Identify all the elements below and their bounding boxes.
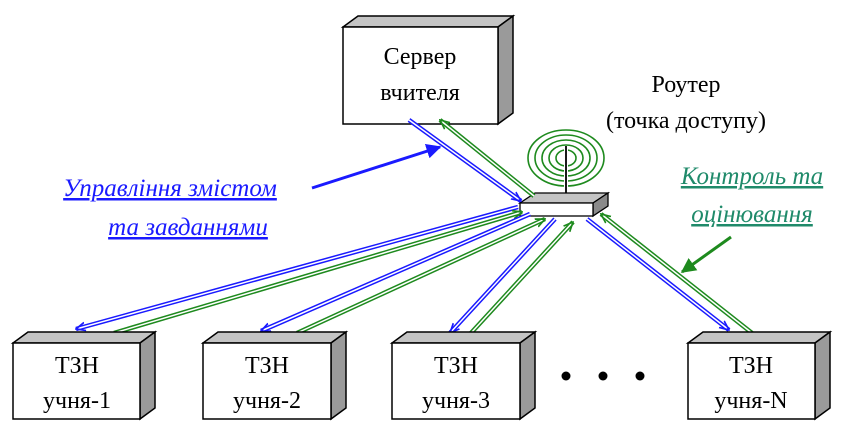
router-title: Роутер <box>652 72 721 98</box>
student-3-title: ТЗН <box>434 353 478 379</box>
student-links <box>76 204 754 336</box>
right-label-line2: оцінювання <box>691 201 813 228</box>
router-device <box>517 129 611 218</box>
student-box-3: ТЗН учня-3 <box>389 330 538 421</box>
ellipsis-dots <box>561 371 645 381</box>
left-label-line2: та завданнями <box>108 214 268 241</box>
student-box-1: ТЗН учня-1 <box>10 330 158 421</box>
server-router-link <box>407 118 536 203</box>
student-box-2: ТЗН учня-2 <box>200 330 349 421</box>
right-label-pointer <box>680 235 732 274</box>
student-3-subtitle: учня-3 <box>422 388 490 414</box>
student-1-title: ТЗН <box>55 353 99 379</box>
server-title: Сервер <box>384 44 457 70</box>
student-2-title: ТЗН <box>245 353 289 379</box>
right-label-line1: Контроль та <box>680 163 823 190</box>
student-n-subtitle: учня-N <box>714 388 787 414</box>
student-n-title: ТЗН <box>729 353 773 379</box>
student-2-subtitle: учня-2 <box>233 388 301 414</box>
server-subtitle: вчителя <box>380 80 460 106</box>
left-label-pointer <box>311 143 442 190</box>
left-label-line1: Управління змістом <box>63 175 277 202</box>
router-subtitle: (точка доступу) <box>606 108 766 134</box>
student-box-n: ТЗН учня-N <box>685 330 833 421</box>
server-box: Сервер вчителя <box>340 14 516 126</box>
student-1-subtitle: учня-1 <box>43 388 111 414</box>
